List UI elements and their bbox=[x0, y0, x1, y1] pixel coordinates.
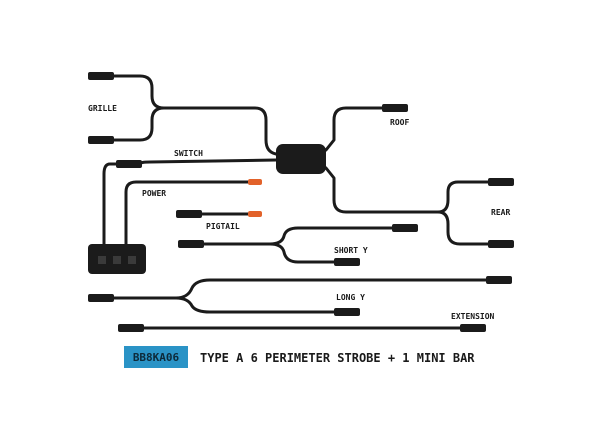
short-y-connector-input bbox=[178, 240, 204, 248]
rear-connector-upper bbox=[488, 178, 514, 186]
roof-harness bbox=[324, 104, 408, 152]
control-module bbox=[276, 144, 326, 174]
rear-label: REAR bbox=[491, 208, 510, 217]
extension-connector-left bbox=[118, 324, 144, 332]
rear-harness bbox=[324, 166, 514, 248]
extension-connector-right bbox=[460, 324, 486, 332]
switch-button-1 bbox=[98, 256, 106, 264]
short-y-harness bbox=[178, 224, 418, 266]
extension-label: EXTENSION bbox=[451, 312, 495, 321]
switch-connector bbox=[116, 160, 142, 168]
sku-badge bbox=[124, 346, 188, 368]
switch-label: SWITCH bbox=[174, 149, 203, 158]
grille-connector-upper bbox=[88, 72, 114, 80]
switch-box bbox=[88, 244, 146, 274]
grille-harness bbox=[88, 72, 278, 156]
roof-connector bbox=[382, 104, 408, 112]
short-y-label: SHORT Y bbox=[334, 246, 368, 255]
rear-connector-lower bbox=[488, 240, 514, 248]
grille-label: GRILLE bbox=[88, 104, 117, 113]
short-y-connector-upper bbox=[392, 224, 418, 232]
long-y-connector-upper bbox=[486, 276, 512, 284]
pigtail-label: PIGTAIL bbox=[206, 222, 240, 231]
grille-connector-lower bbox=[88, 136, 114, 144]
long-y-connector-lower bbox=[334, 308, 360, 316]
long-y-label: LONG Y bbox=[336, 293, 365, 302]
power-label: POWER bbox=[142, 189, 166, 198]
pigtail-tip bbox=[248, 211, 262, 217]
sku-text: BB8KA06 bbox=[133, 351, 180, 364]
switch-button-2 bbox=[113, 256, 121, 264]
power-harness bbox=[124, 179, 262, 248]
short-y-connector-lower bbox=[334, 258, 360, 266]
kit-title: TYPE A 6 PERIMETER STROBE + 1 MINI BAR bbox=[200, 351, 475, 365]
switch-button-3 bbox=[128, 256, 136, 264]
pigtail-connector bbox=[176, 210, 202, 218]
long-y-harness bbox=[88, 276, 512, 316]
pigtail-harness bbox=[176, 210, 262, 218]
switch-harness bbox=[102, 158, 278, 248]
roof-label: ROOF bbox=[390, 118, 409, 127]
extension-harness bbox=[118, 324, 486, 332]
long-y-connector-input bbox=[88, 294, 114, 302]
power-tip bbox=[248, 179, 262, 185]
